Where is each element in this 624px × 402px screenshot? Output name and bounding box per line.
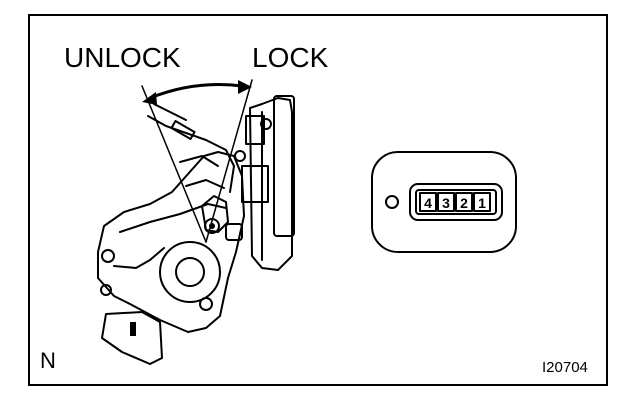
swing-arc-arrow xyxy=(142,80,252,105)
figure-code: I20704 xyxy=(542,359,588,376)
diagram-artwork xyxy=(97,79,517,365)
connector-pin-1: 1 xyxy=(478,195,486,211)
lever-travel-lines xyxy=(141,79,253,243)
connector-pin-3: 3 xyxy=(442,195,450,211)
connector-pin-2: 2 xyxy=(460,195,468,211)
door-lock-motor xyxy=(97,95,295,365)
connector-pin-4: 4 xyxy=(424,195,432,211)
diagram-frame: UNLOCK LOCK 4 3 2 1 N I20704 xyxy=(28,14,608,386)
connector-face-view xyxy=(371,151,517,253)
lock-label: LOCK xyxy=(252,42,329,73)
unlock-label: UNLOCK xyxy=(64,42,181,73)
corner-letter: N xyxy=(40,348,56,373)
